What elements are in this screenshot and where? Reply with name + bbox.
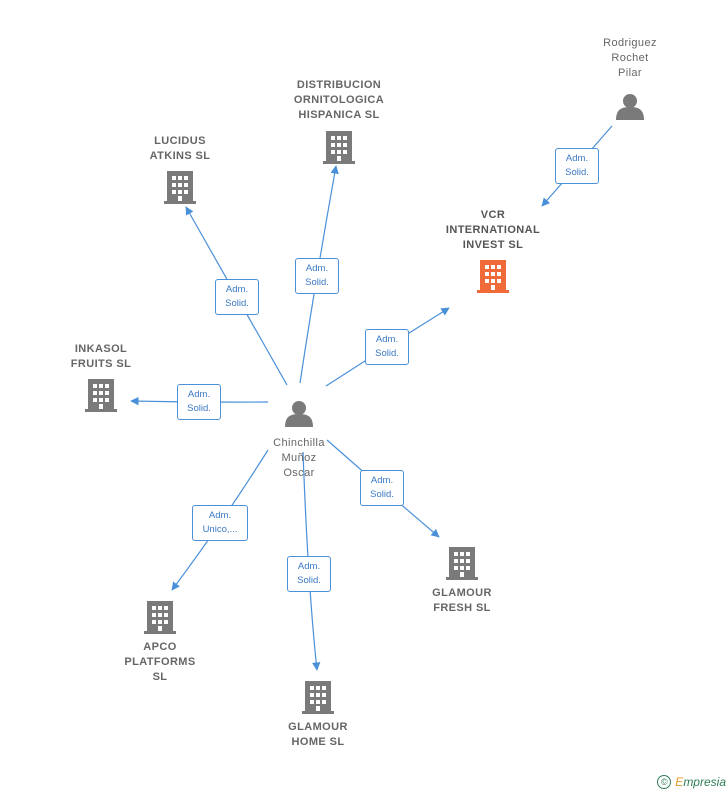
node-label-line: Oscar (283, 467, 315, 479)
node-label-line: APCO (143, 641, 177, 653)
role-badge-distribucion[interactable]: Adm. Solid. (295, 258, 339, 294)
role-badge-line: Adm. (305, 263, 329, 274)
role-badge-apco[interactable]: Adm. Unico,... (192, 505, 248, 541)
role-badge-line: Adm. (370, 475, 394, 486)
node-label-line: VCR (480, 209, 506, 221)
brand-logo[interactable]: Empresia (675, 775, 726, 789)
role-badge-lucidus[interactable]: Adm. Solid. (215, 279, 259, 315)
role-badge-line: Solid. (375, 348, 399, 359)
role-badge-line: Solid. (225, 298, 249, 309)
node-label-glamour_fresh[interactable]: GLAMOUR FRESH SL (392, 586, 532, 616)
node-label-line: Rochet (611, 52, 649, 64)
role-badge-line: Adm. (208, 510, 232, 521)
node-label-distribucion[interactable]: DISTRIBUCION ORNITOLOGICA HISPANICA SL (269, 78, 409, 123)
node-label-line: ORNITOLOGICA (293, 94, 385, 106)
node-label-line: INTERNATIONAL (445, 224, 541, 236)
building-icon-apco[interactable] (144, 601, 176, 634)
role-badge-glamour_fresh[interactable]: Adm. Solid. (360, 470, 404, 506)
building-icon-glamour_home[interactable] (302, 681, 334, 714)
node-label-line: GLAMOUR (432, 587, 492, 599)
role-badge-vcr[interactable]: Adm. Solid. (555, 148, 599, 184)
node-label-line: DISTRIBUCION (296, 79, 382, 91)
node-label-line: FRESH SL (433, 602, 491, 614)
node-label-line: Chinchilla (273, 437, 325, 449)
role-badge-line: Adm. (375, 334, 399, 345)
person-icon-rodriguez[interactable] (616, 94, 644, 120)
building-icon-lucidus[interactable] (164, 171, 196, 204)
role-badge-line: Adm. (565, 153, 589, 164)
node-label-line: HOME SL (291, 736, 345, 748)
node-label-line: Pilar (617, 67, 642, 79)
node-label-line: GLAMOUR (288, 721, 348, 733)
building-icon-vcr[interactable] (477, 260, 509, 293)
node-label-line: PLATFORMS (124, 656, 196, 668)
role-badge-line: Solid. (565, 167, 589, 178)
role-badge-line: Solid. (370, 489, 394, 500)
role-badge-line: Adm. (187, 389, 211, 400)
role-badge-vcr[interactable]: Adm. Solid. (365, 329, 409, 365)
node-label-apco[interactable]: APCO PLATFORMS SL (90, 640, 230, 685)
role-badge-line: Adm. (225, 284, 249, 295)
node-label-line: ATKINS SL (149, 150, 211, 162)
node-label-line: INKASOL (74, 343, 128, 355)
node-label-line: HISPANICA SL (298, 109, 380, 121)
node-label-glamour_home[interactable]: GLAMOUR HOME SL (248, 720, 388, 750)
node-label-vcr[interactable]: VCR INTERNATIONAL INVEST SL (423, 208, 563, 253)
node-label-line: Rodriguez (603, 37, 657, 49)
building-icon-glamour_fresh[interactable] (446, 547, 478, 580)
node-label-line: SL (152, 671, 168, 683)
role-badge-glamour_home[interactable]: Adm. Solid. (287, 556, 331, 592)
building-icon-distribucion[interactable] (323, 131, 355, 164)
role-badge-inkasol[interactable]: Adm. Solid. (177, 384, 221, 420)
copyright-icon: © (657, 775, 672, 789)
person-icon-center[interactable] (285, 401, 313, 427)
role-badge-line: Solid. (305, 277, 329, 288)
role-badge-line: Solid. (187, 403, 211, 414)
node-label-lucidus[interactable]: LUCIDUS ATKINS SL (110, 134, 250, 164)
role-badge-line: Solid. (297, 575, 321, 586)
building-icon-inkasol[interactable] (85, 379, 117, 412)
node-label-inkasol[interactable]: INKASOL FRUITS SL (31, 342, 171, 372)
role-badge-line: Adm. (297, 561, 321, 572)
role-badge-line: Unico,... (202, 524, 238, 535)
footer-brand: © Empresia (657, 775, 726, 789)
node-label-line: FRUITS SL (70, 358, 132, 370)
node-label-line: INVEST SL (462, 239, 524, 251)
node-label-line: LUCIDUS (154, 135, 206, 147)
node-label-line: Muñoz (281, 452, 317, 464)
